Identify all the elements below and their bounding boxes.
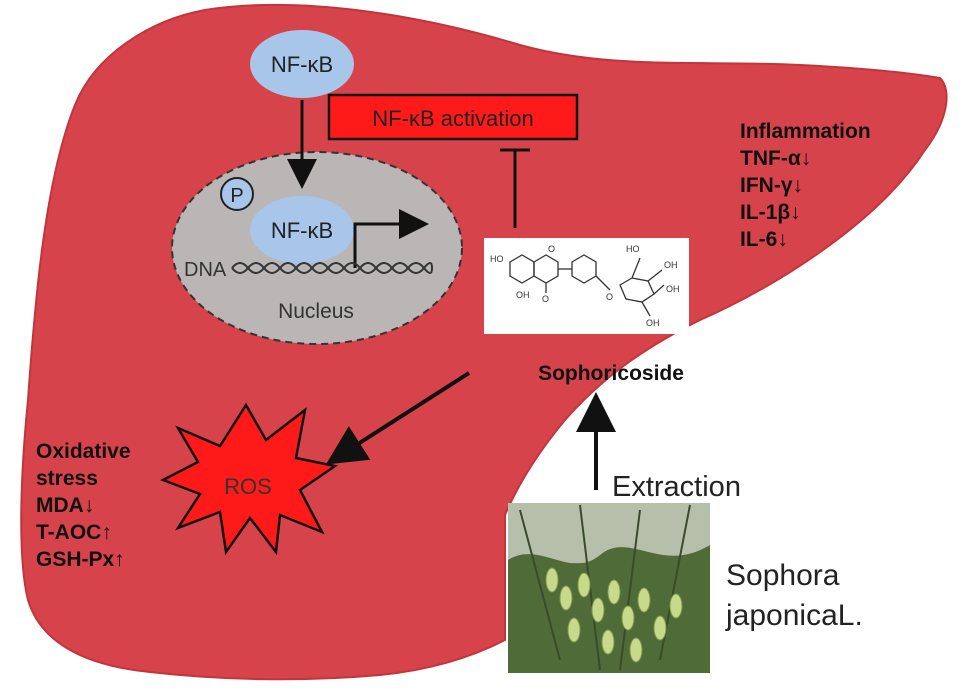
plant-genus: Sophora [726,559,840,592]
plant-photo [508,503,710,673]
oxidative-marker: MDA↓ [36,494,95,517]
oxidative-marker: T-AOC↑ [36,521,112,544]
oxidative-marker: GSH-Px↑ [36,548,125,571]
phospho-label: P [230,185,243,207]
compound-label: Sophoricoside [538,362,684,385]
plant-name: Sophora japonicaL. [726,556,956,636]
nfkb-activation-label: NF-κB activation [372,106,533,131]
atom-label: O [548,244,555,254]
oxidative-list: Oxidative stress MDA↓ T-AOC↑ GSH-Px↑ [36,438,131,573]
nfkb-top-label: NF-κB [271,52,333,77]
structure-panel [484,238,689,334]
atom-label: HO [626,244,640,254]
nfkb-activation-box [327,93,579,141]
inflammation-marker: IL-1β↓ [740,201,801,224]
ros-arrow [325,371,471,465]
ros-label: ROS [224,474,272,499]
extraction-label: Extraction [612,471,741,503]
inflammation-marker: TNF-α↓ [740,147,812,170]
nfkb-top-ellipse [250,30,354,98]
sophoricoside-structure [509,254,665,317]
inflammation-list: Inflammation TNF-α↓ IFN-γ↓ IL-1β↓ IL-6↓ [740,118,871,253]
phospho-circle [220,177,254,211]
structure-atom-labels: HO OH O O O HO OH OH OH [490,244,680,328]
ros-burst [159,402,339,556]
dna-helix [231,262,433,274]
nucleus-label: Nucleus [278,300,354,323]
nfkb-nucleus-label: NF-κB [271,218,333,243]
atom-label: OH [646,318,660,328]
inflammation-marker: IFN-γ↓ [740,174,803,197]
atom-label: OH [666,284,680,294]
atom-label: O [542,294,549,304]
atom-label: O [606,292,613,302]
dna-label: DNA [184,259,227,281]
nfkb-nucleus-ellipse [250,196,354,264]
oxidative-title: stress [36,467,98,490]
atom-label: OH [664,260,678,270]
transcription-arrow [353,209,429,268]
inflammation-marker: IL-6↓ [740,228,788,251]
plant-species: japonicaL. [726,599,863,632]
oxidative-title: Oxidative [36,440,131,463]
atom-label: OH [516,290,530,300]
inflammation-title: Inflammation [740,120,871,143]
atom-label: HO [490,254,504,264]
